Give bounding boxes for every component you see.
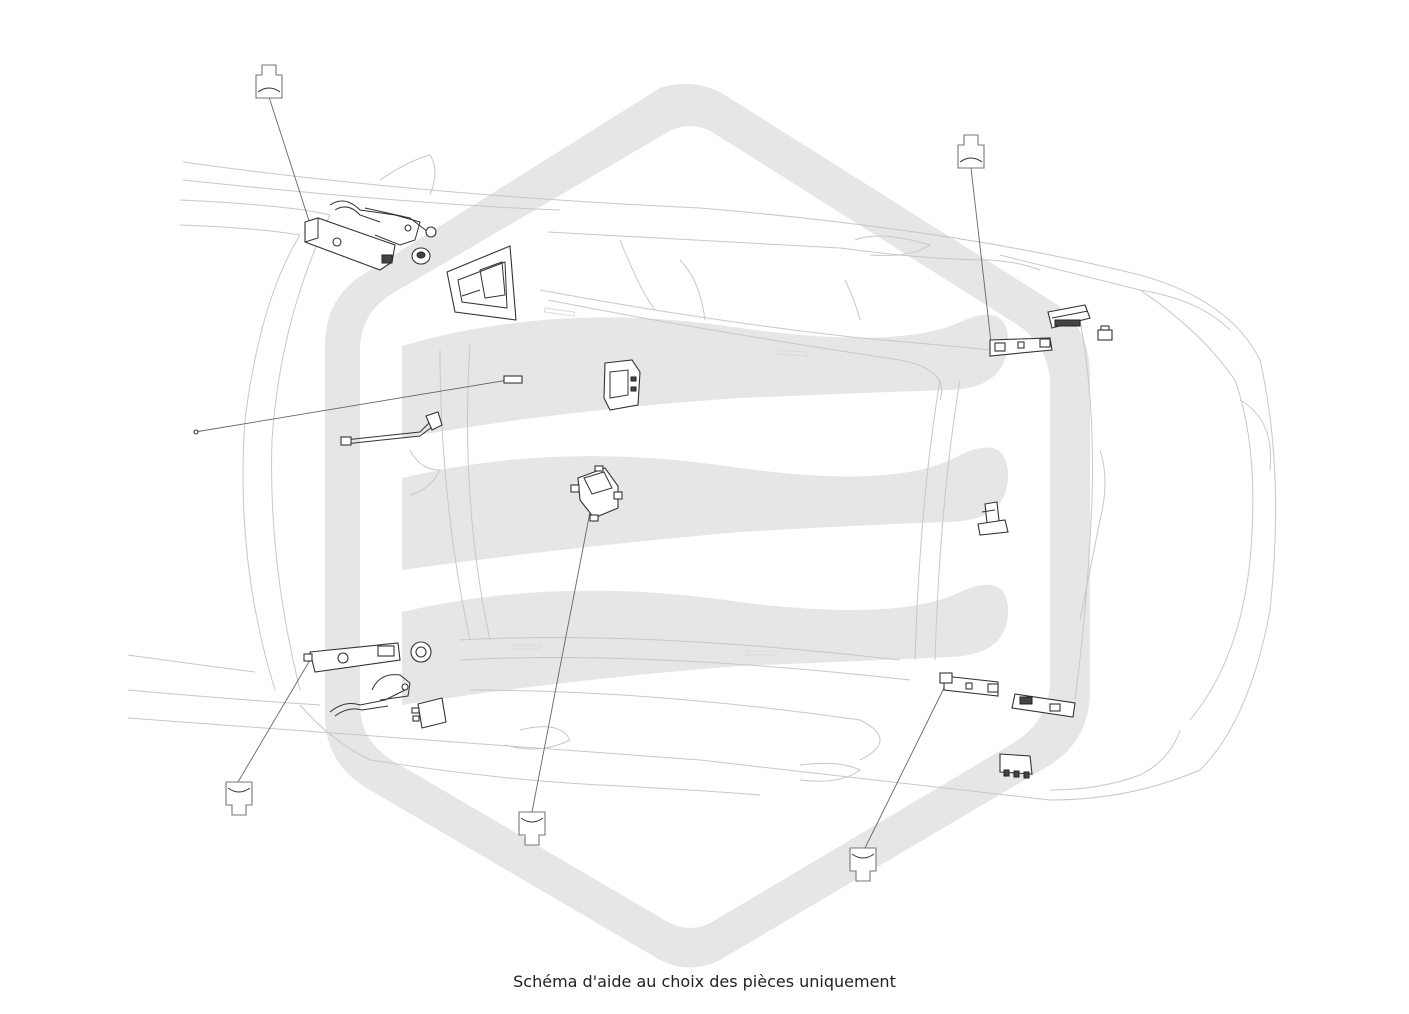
part-front-left-lower-cap[interactable] — [410, 641, 432, 663]
part-front-left-sensor[interactable] — [411, 697, 447, 729]
callout-tag-top-left[interactable] — [255, 64, 283, 99]
part-cable-antenna[interactable] — [193, 375, 523, 446]
part-center-module[interactable] — [603, 359, 641, 411]
leader-lines — [194, 96, 992, 849]
part-rear-right-module[interactable] — [989, 337, 1053, 357]
part-front-right-module[interactable] — [939, 672, 999, 697]
part-right-side-connector[interactable] — [977, 501, 1009, 536]
callout-tag-bottom-right[interactable] — [849, 847, 877, 882]
part-center-junction-box[interactable] — [570, 465, 623, 522]
part-front-left-lower-module[interactable] — [303, 642, 401, 673]
car-outline — [127, 154, 1277, 801]
part-front-right-relay[interactable] — [999, 753, 1033, 779]
part-front-left-lower-bracket[interactable] — [329, 674, 411, 717]
part-rear-right-connector[interactable] — [1047, 304, 1091, 329]
watermark-wave-top — [402, 314, 1009, 438]
part-rear-right-clip[interactable] — [1097, 325, 1113, 341]
part-front-left-cap[interactable] — [411, 226, 437, 265]
part-front-right-connector[interactable] — [1011, 693, 1076, 718]
part-front-left-module[interactable] — [304, 217, 396, 271]
part-front-left-bracket[interactable] — [329, 200, 429, 246]
part-center-box-cover[interactable] — [446, 245, 517, 321]
watermark-logo — [325, 83, 1090, 968]
watermark-wave-middle — [402, 447, 1009, 570]
callout-tag-top-right[interactable] — [957, 134, 985, 169]
watermark-wave-bottom — [402, 584, 1009, 705]
diagram-caption: Schéma d'aide au choix des pièces unique… — [513, 972, 896, 991]
callout-tag-bottom-left[interactable] — [225, 781, 253, 816]
callout-tag-bottom-center[interactable] — [518, 811, 546, 846]
